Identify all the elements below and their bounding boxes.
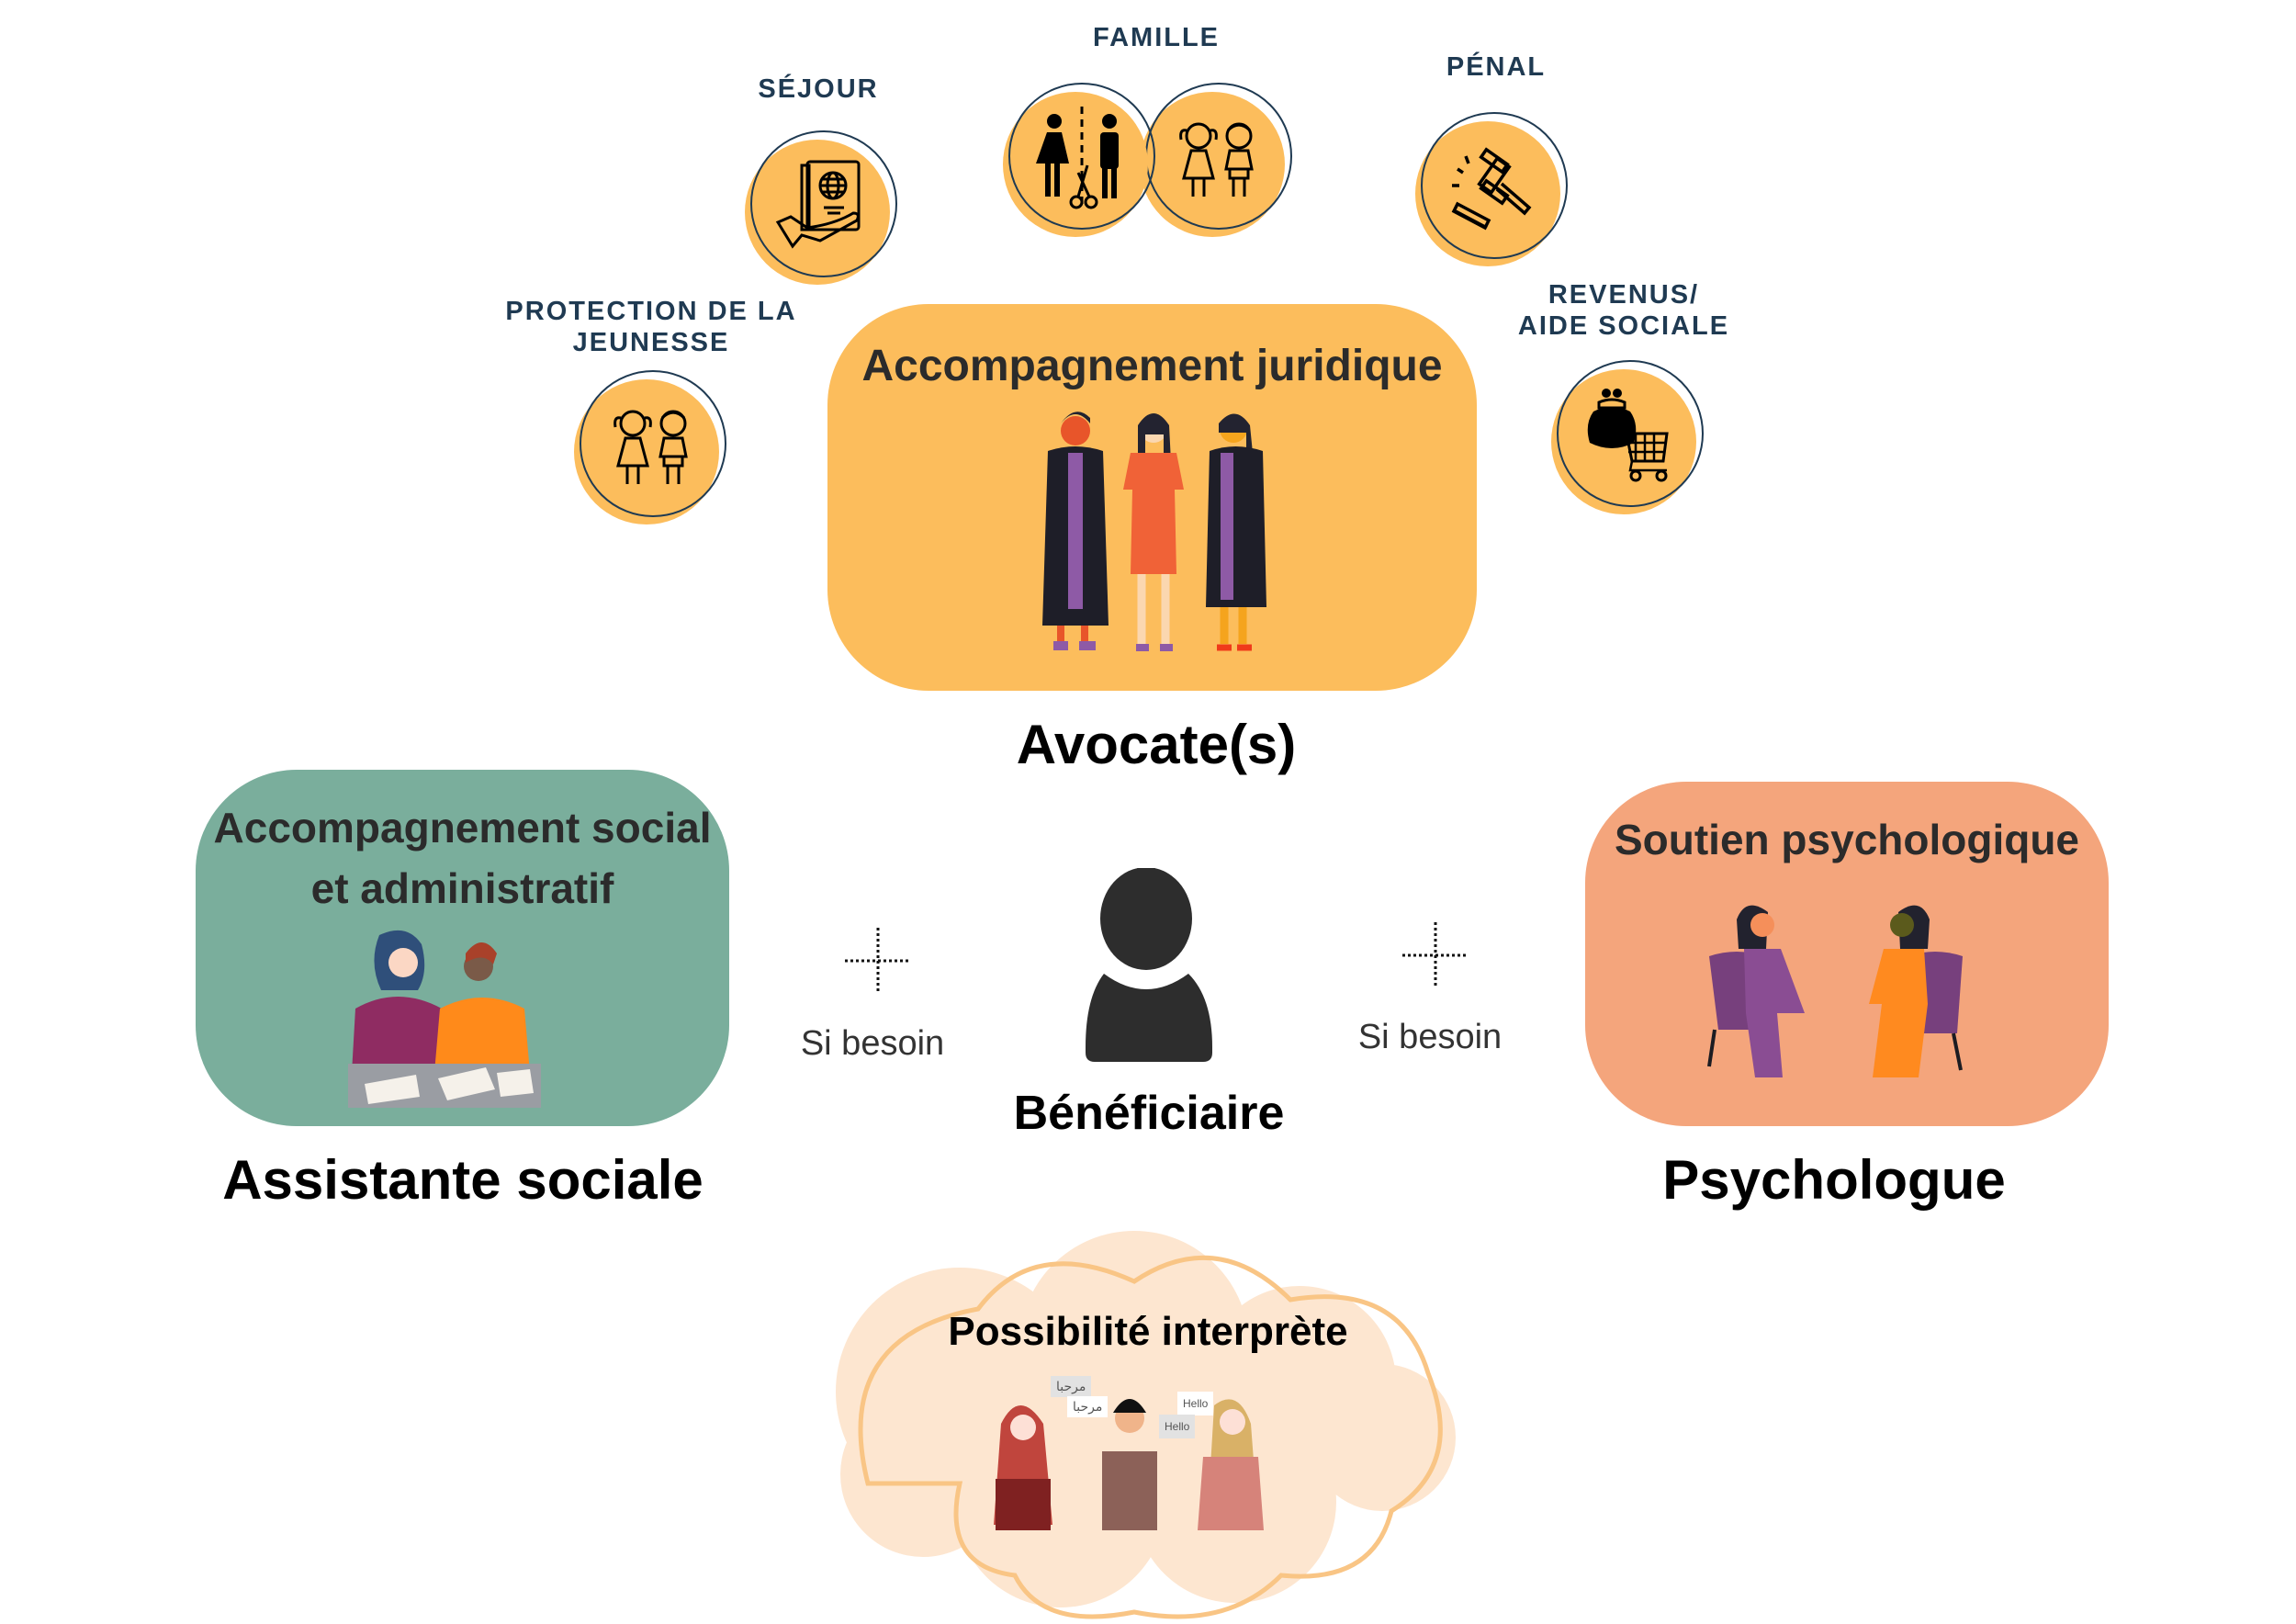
badge-protection-jeunesse [574,370,726,524]
beneficiary-label: Bénéficiaire [1013,1087,1285,1140]
badge-sejour [745,130,897,285]
domain-label-line: PÉNAL [1446,52,1547,82]
purse-cart-icon [1587,389,1669,482]
three-people-talking-illustration [994,1399,1264,1530]
domain-label-protection-jeunesse: PROTECTION DE LA JEUNESSE [505,296,796,358]
domain-label-line: FAMILLE [1092,23,1221,52]
passport-hand-icon [775,160,861,249]
domain-label-line: SÉJOUR [758,74,879,104]
badge-famille-children [1140,83,1292,237]
domain-label-revenus: REVENUS/ AIDE SOCIALE [1518,279,1729,342]
legal-support-box: Accompagnement juridique [827,304,1477,691]
domain-label-penal: PÉNAL [1446,51,1546,83]
if-needed-label-psych: Si besoin [1357,1018,1503,1056]
domain-label-sejour: SÉJOUR [758,73,878,105]
gavel-icon [1451,147,1532,231]
social-support-box: Accompagnement social et administratif [196,770,729,1126]
plus-connector-icon [1402,922,1469,988]
domain-label-line: PROTECTION DE LA [505,297,797,326]
two-women-at-desk-illustration [348,930,541,1108]
legal-box-title: Accompagnement juridique [861,342,1443,390]
children-icon [1179,122,1254,197]
two-women-armchairs-illustration [1707,905,1963,1077]
role-avocates: Avocate(s) [1016,714,1297,775]
domain-label-line: JEUNESSE [572,328,730,357]
psych-support-box: Soutien psychologique [1585,782,2109,1126]
speech-bubble: مرحبا [1067,1396,1109,1417]
domain-label-line: REVENUS/ [1548,280,1700,310]
role-psychologue: Psychologue [1662,1149,2006,1211]
badge-famille-separation [1003,83,1155,237]
speech-bubble: Hello [1177,1392,1214,1415]
social-box-title-line: et administratif [310,864,614,912]
separation-icon [1036,107,1119,209]
social-box-title: Accompagnement social et administratif [196,797,729,919]
badge-penal [1415,112,1568,266]
psych-box-title: Soutien psychologique [1614,816,2080,863]
children-icon [613,410,688,484]
interpreter-title: Possibilité interprète [948,1309,1348,1354]
speech-bubble: مرحبا [1051,1376,1092,1397]
person-icon [1086,868,1212,1062]
if-needed-label-social: Si besoin [800,1024,945,1063]
domain-label-famille: FAMILLE [1093,22,1220,53]
domain-label-line: AIDE SOCIALE [1517,311,1730,341]
speech-bubble: Hello [1159,1415,1196,1438]
role-assistante-sociale: Assistante sociale [222,1149,703,1211]
badge-revenus-aide-sociale [1551,360,1704,514]
three-women-lawyers-illustration [1042,412,1266,651]
social-box-title-line: Accompagnement social [213,804,712,851]
plus-connector-icon [845,928,911,994]
